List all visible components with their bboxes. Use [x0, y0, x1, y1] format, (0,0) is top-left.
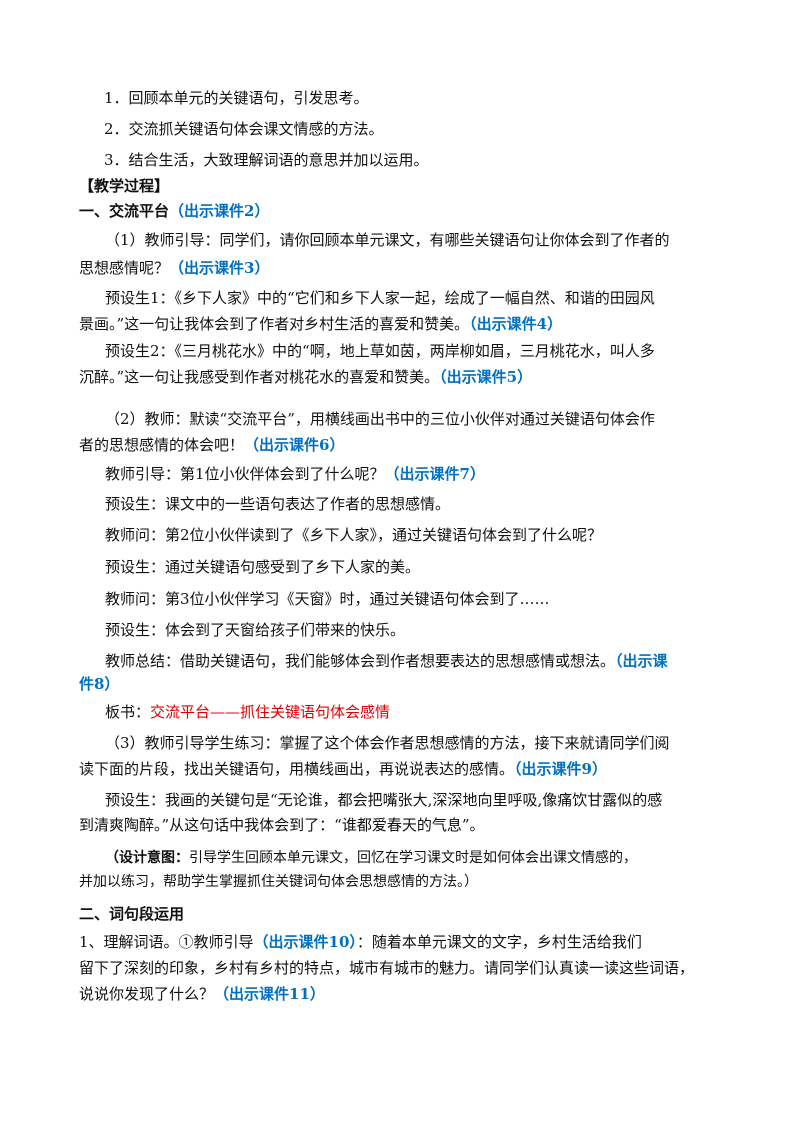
paragraph-2-line-2: 者的思想感情的体会吧！（出示课件6）	[79, 435, 344, 455]
student-answer-2: 预设生：通过关键语句感受到了乡下人家的美。	[105, 558, 421, 576]
courseware-tag: （出示课件5）	[439, 368, 533, 386]
preset-2-line-2: 沉醉。”这一句让我感受到作者对桃花水的喜爱和赞美。（出示课件5）	[79, 367, 532, 387]
blackboard-label: 板书：	[105, 703, 151, 721]
paragraph-2-text: 者的思想感情的体会吧！	[79, 436, 245, 454]
paragraph-1-line-2: 思想感情呢？（出示课件3）	[79, 258, 269, 278]
preset-3-line-2: 到清爽陶醉。”从这句话中我体会到了：“谁都爱春天的气息”。	[79, 816, 485, 834]
student-answer-3: 预设生：体会到了天窗给孩子们带来的快乐。	[105, 621, 406, 639]
process-heading: 【教学过程】	[79, 177, 170, 195]
teacher-summary-line-1: 教师总结：借助关键语句，我们能够体会到作者想要表达的思想感情或想法。（出示课	[105, 651, 668, 671]
paragraph-4-end: 说说你发现了什么？	[79, 985, 215, 1003]
preset-2-line-1: 预设生2：《三月桃花水》中的“啊，地上草如茵，两岸柳如眉，三月桃花水，叫人多	[105, 342, 655, 360]
blackboard-text: 交流平台——抓住关键语句体会感情	[150, 703, 391, 721]
teacher-summary-line-2: 件8）	[79, 675, 120, 693]
paragraph-4-lead: 1、理解词语。①教师引导	[79, 933, 254, 951]
preset-1-line-1: 预设生1：《乡下人家》中的“它们和乡下人家一起，绘成了一幅自然、和谐的田园风	[105, 289, 655, 307]
design-intent-line-2: 并加以练习，帮助学生掌握抓住关键词句体会思想感情的方法。）	[79, 874, 478, 890]
question-1-text: 教师引导：第1位小伙伴体会到了什么呢？	[105, 465, 385, 483]
preset-2-text: 沉醉。”这一句让我感受到作者对桃花水的喜爱和赞美。	[79, 368, 440, 386]
courseware-tag: （出示课件2）	[169, 202, 270, 220]
paragraph-2-line-1: （2）教师：默读“交流平台”，用横线画出书中的三位小伙伴对通过关键语句体会作	[105, 410, 655, 428]
design-intent-label: （设计意图：	[105, 850, 189, 866]
paragraph-3-line-2: 读下面的片段，找出关键语句，用横线画出，再说说表达的感情。（出示课件9）	[79, 759, 607, 779]
preset-3-line-1: 预设生：我画的关键句是“无论谁，都会把嘴张大,深深地向里呼吸,像痛饮甘露似的感	[105, 791, 663, 809]
courseware-tag: （出示课件6）	[244, 436, 345, 454]
courseware-tag: （出示课件3）	[169, 259, 270, 277]
preset-1-text: 景画。”这一句让我体会到了作者对乡村生活的喜爱和赞美。	[79, 315, 470, 333]
courseware-tag: （出示课件4）	[469, 315, 563, 333]
goal-3: 3．结合生活，大致理解词语的意思并加以运用。	[104, 151, 429, 169]
goal-2: 2．交流抓关键语句体会课文情感的方法。	[104, 120, 384, 138]
design-intent-line-1: （设计意图：引导学生回顾本单元课文，回忆在学习课文时是如何体会出课文情感的，	[105, 848, 637, 868]
preset-1-line-2: 景画。”这一句让我体会到了作者对乡村生活的喜爱和赞美。（出示课件4）	[79, 314, 562, 334]
paragraph-3-line-1: （3）教师引导学生练习：掌握了这个体会作者思想感情的方法，接下来就请同学们阅	[105, 734, 670, 752]
summary-text: 教师总结：借助关键语句，我们能够体会到作者想要表达的思想感情或想法。	[105, 652, 616, 670]
paragraph-4-line-1: 1、理解词语。①教师引导（出示课件10）：随着本单元课文的文字，乡村生活给我们	[79, 932, 642, 952]
teacher-question-2: 教师问：第2位小伙伴读到了《乡下人家》，通过关键语句体会到了什么呢？	[105, 526, 603, 544]
design-intent-text: 引导学生回顾本单元课文，回忆在学习课文时是如何体会出课文情感的，	[189, 850, 637, 866]
section-2-title: 二、词句段运用	[79, 905, 185, 923]
section-1-heading: 一、交流平台（出示课件2）	[79, 201, 269, 221]
section-1-title: 一、交流平台	[79, 202, 170, 220]
goal-1: 1．回顾本单元的关键语句，引发思考。	[104, 89, 369, 107]
paragraph-1-text: 思想感情呢？	[79, 259, 170, 277]
courseware-tag: （出示课件7）	[384, 465, 485, 483]
courseware-tag: （出示课	[615, 652, 668, 670]
paragraph-4-line-3: 说说你发现了什么？（出示课件11）	[79, 984, 325, 1004]
paragraph-4-text: ：随着本单元课文的文字，乡村生活给我们	[356, 933, 642, 951]
teacher-question-3: 教师问：第3位小伙伴学习《天窗》时，通过关键语句体会到了……	[105, 590, 550, 608]
courseware-tag: （出示课件11）	[214, 985, 325, 1003]
teacher-question-1: 教师引导：第1位小伙伴体会到了什么呢？（出示课件7）	[105, 464, 485, 484]
courseware-tag: （出示课件10）	[253, 933, 357, 951]
paragraph-3-text: 读下面的片段，找出关键语句，用横线画出，再说说表达的感情。	[79, 760, 515, 778]
courseware-tag: （出示课件9）	[514, 760, 607, 778]
paragraph-4-line-2: 留下了深刻的印象，乡村有乡村的特点，城市有城市的魅力。请同学们认真读一读这些词语…	[79, 959, 695, 977]
blackboard-note: 板书：交流平台——抓住关键语句体会感情	[105, 702, 390, 722]
student-answer-1: 预设生：课文中的一些语句表达了作者的思想感情。	[105, 495, 451, 513]
paragraph-1-line-1: （1）教师引导：同学们，请你回顾本单元课文，有哪些关键语句让你体会到了作者的	[105, 231, 670, 249]
